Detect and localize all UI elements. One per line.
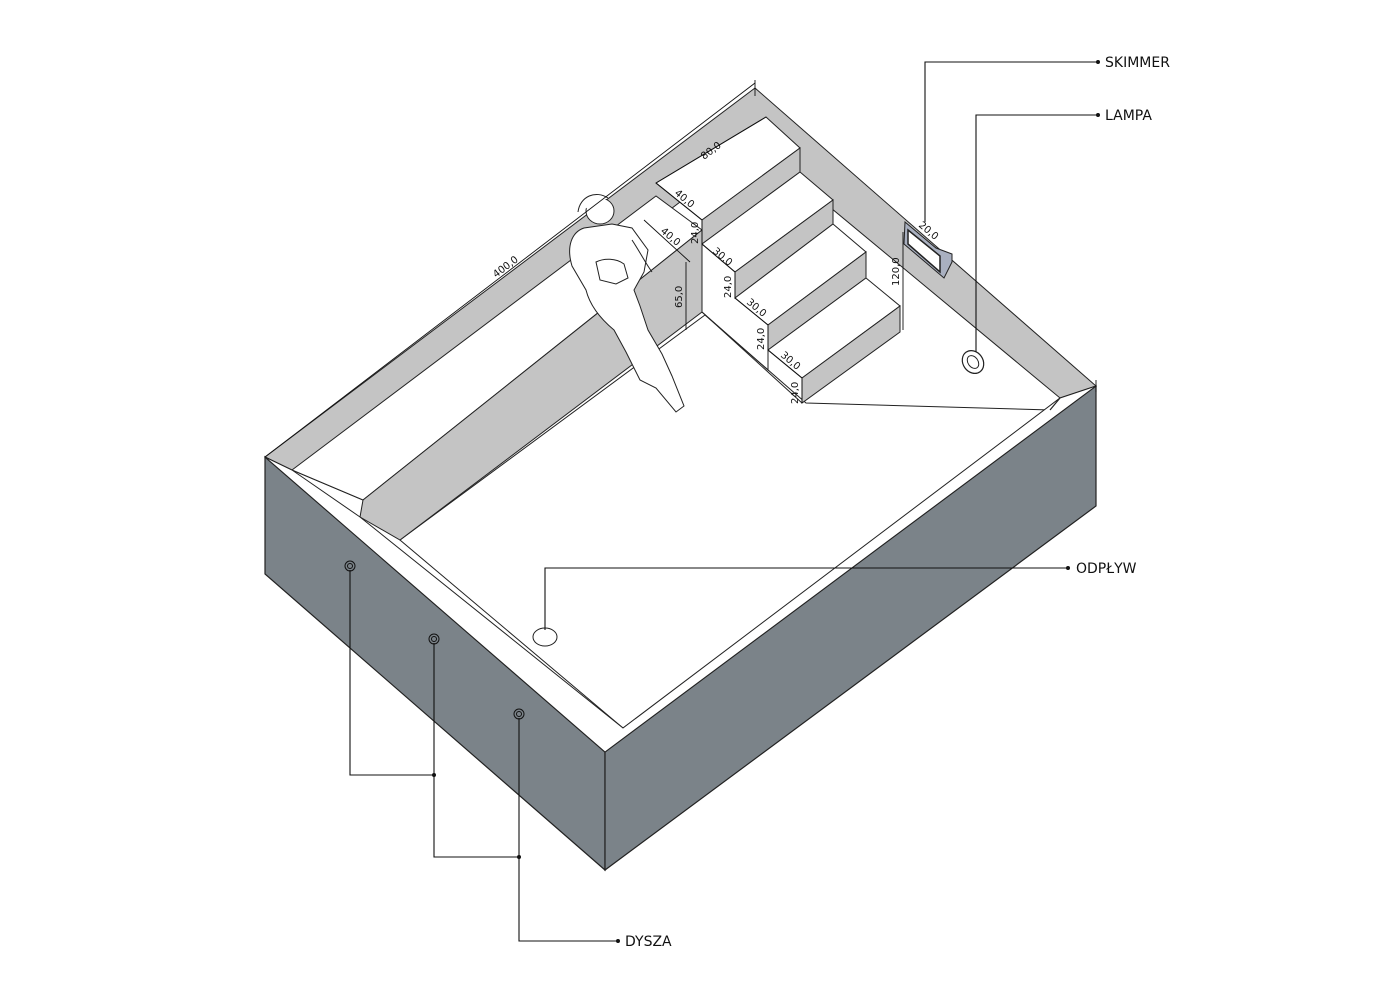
label-dysza: DYSZA xyxy=(625,934,672,950)
drain-fixture xyxy=(532,627,558,647)
label-odplyw: ODPŁYW xyxy=(1076,561,1137,577)
stairs xyxy=(655,116,901,404)
dimension-lines xyxy=(264,80,1097,458)
skimmer-fixture xyxy=(903,220,953,279)
label-skimmer: SKIMMER xyxy=(1105,55,1170,71)
callout-leaders xyxy=(349,60,1100,943)
dim-wall-height: 120,0 xyxy=(891,257,902,286)
dim-riser-4: 24,0 xyxy=(790,382,801,404)
pool-rim xyxy=(264,385,1097,753)
dim-bench-height: 65,0 xyxy=(674,286,685,308)
dim-riser-1: 24,0 xyxy=(690,222,701,244)
dim-riser-2: 24,0 xyxy=(723,276,734,298)
person-figure xyxy=(569,194,685,413)
lamp-fixture xyxy=(961,350,985,374)
label-lampa: LAMPA xyxy=(1105,108,1152,124)
dim-riser-3: 24,0 xyxy=(756,328,767,350)
